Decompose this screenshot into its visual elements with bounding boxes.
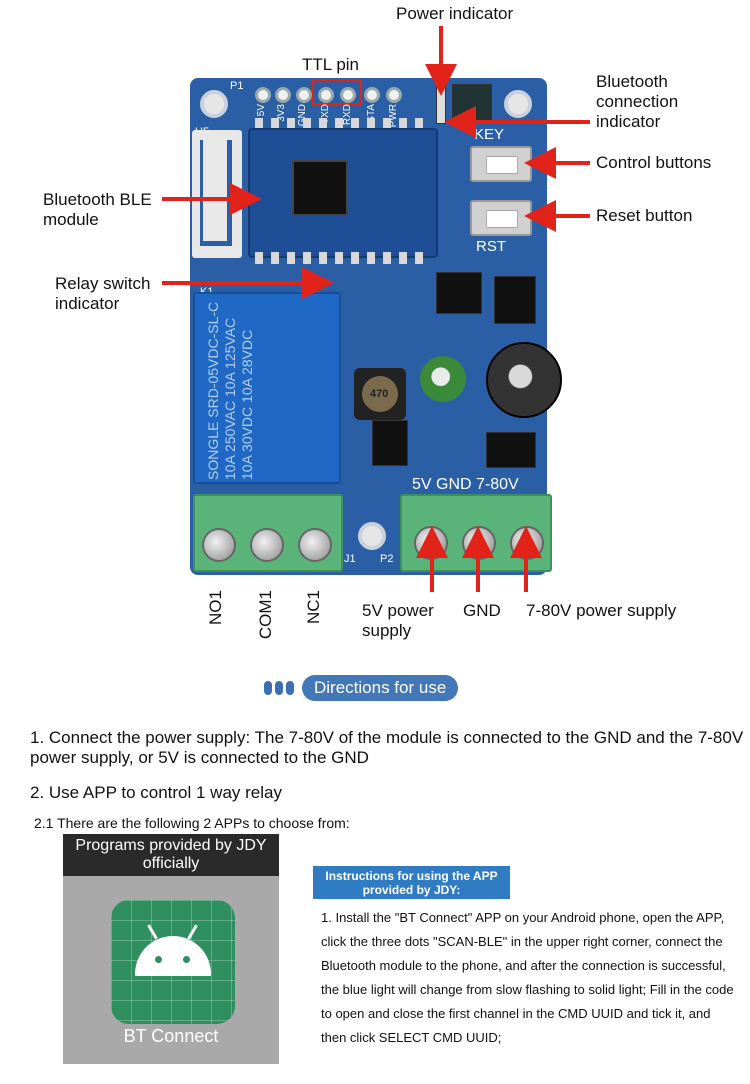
directions-title: Directions for use [302,675,459,701]
label-j1: J1 [344,553,356,565]
callout-com1: COM1 [256,590,275,640]
callout-gnd: GND [463,601,501,620]
regulator-u4 [494,276,536,324]
ble-module-pads [255,252,430,264]
callout-reset-button: Reset button [596,206,693,225]
step-1-text: 1. Connect the power supply: The 7-80V o… [30,728,744,767]
terminal-screw [298,528,332,562]
callout-5v-supply: 5V power supply [362,601,434,640]
power-terminal-label: 5V GND 7-80V [412,476,519,493]
header-pin [255,87,271,103]
callout-7-80v-supply: 7-80V power supply [526,601,677,620]
label-key: KEY [474,126,505,143]
terminal-screw [202,528,236,562]
label-p1: P1 [230,80,244,92]
inductor-value: 470 [370,388,389,400]
ttl-pin-highlight [312,79,362,105]
board-illustration: P1 5V 3V3 GND TXD RXD STA PWR U5 KEY RST… [43,4,712,640]
chip-u2 [372,420,408,466]
ble-module [248,128,438,258]
antenna-trace [200,140,232,246]
header-pin [340,87,356,103]
header-pin [364,87,380,103]
callout-control-buttons: Control buttons [596,153,712,172]
callout-ttl-pin: TTL pin [302,55,360,74]
mounting-hole [504,90,532,118]
header-pin [275,87,291,103]
mounting-hole [358,522,386,550]
droid-head [135,924,211,976]
decorative-dots-icon [264,681,294,695]
app-card: Programs provided by JDY officially BT C… [63,834,279,1064]
capacitor-small [420,356,466,402]
chip-q1 [436,272,482,314]
step-2-text: 2. Use APP to control 1 way relay [30,783,282,802]
reset-button-switch [470,200,532,236]
ble-module-pads [255,118,430,130]
label-rst: RST [476,238,506,255]
callout-arrows [162,26,590,592]
directions-banner: Directions for use [264,675,459,701]
callout-relay-indicator: Relay switch indicator [55,274,151,313]
android-robot-icon [111,900,235,1024]
label-p2: P2 [380,553,394,565]
header-pin [296,87,312,103]
step-2-1-text: 2.1 There are the following 2 APPs to ch… [34,815,350,831]
instructions-header: Instructions for using the APP provided … [313,866,510,899]
terminal-screw [250,528,284,562]
callout-nc1: NC1 [304,590,323,625]
callout-no1: NO1 [206,590,225,625]
callout-power-indicator: Power indicator [396,4,514,23]
inductor-core [362,376,398,412]
control-button-switch [470,146,532,182]
ble-chip [292,160,348,216]
instructions-body: 1. Install the "BT Connect" APP on your … [321,910,734,1045]
chip-d7 [486,432,536,468]
relay [193,292,341,484]
header-pin [386,87,402,103]
mounting-hole [200,90,228,118]
callout-ble-module: Bluetooth BLE module [43,190,152,229]
header-pin [318,87,334,103]
capacitor-large [486,342,562,418]
callout-bt-connection-indicator: Bluetooth connection indicator [596,72,679,131]
app-card-header: Programs provided by JDY officially [63,834,279,876]
app-name: BT Connect [123,1026,219,1046]
